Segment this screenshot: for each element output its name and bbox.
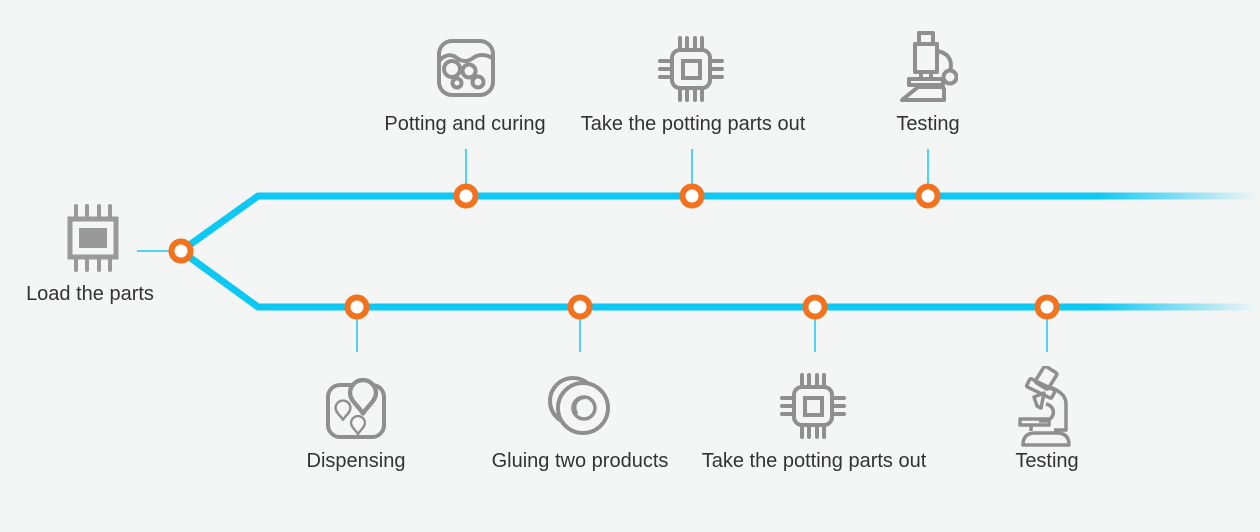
flow-node-top-1	[453, 183, 479, 209]
flow-node-bottom-3	[802, 294, 828, 320]
microscope-tilted-icon	[1014, 364, 1076, 448]
step-label-testing-bottom: Testing	[1015, 450, 1079, 472]
flow-node-bottom-4	[1034, 294, 1060, 320]
step-label-testing-top: Testing	[896, 113, 960, 135]
flow-node-start	[168, 238, 194, 264]
flow-node-top-3	[915, 183, 941, 209]
chip-icon	[655, 33, 727, 105]
chip-icon	[777, 370, 849, 442]
two-discs-icon	[547, 374, 611, 438]
top-branch-line	[178, 192, 1256, 254]
potting-container-icon	[435, 37, 497, 99]
step-label-load-the-parts: Load the parts	[26, 283, 154, 305]
microscope-icon	[898, 31, 959, 105]
dispensing-droplets-icon	[324, 371, 390, 441]
step-label-gluing-two-products: Gluing two products	[491, 450, 669, 472]
step-label-dispensing: Dispensing	[306, 450, 406, 472]
step-label-take-potting-parts-out-bottom: Take the potting parts out	[701, 450, 927, 472]
flow-node-top-2	[679, 183, 705, 209]
flow-node-bottom-1	[344, 294, 370, 320]
chip-loaded-icon	[65, 203, 121, 273]
flow-node-bottom-2	[567, 294, 593, 320]
step-label-take-potting-parts-out-top: Take the potting parts out	[580, 113, 806, 135]
step-label-potting-and-curing: Potting and curing	[384, 113, 546, 135]
bottom-branch-line	[178, 248, 1256, 311]
